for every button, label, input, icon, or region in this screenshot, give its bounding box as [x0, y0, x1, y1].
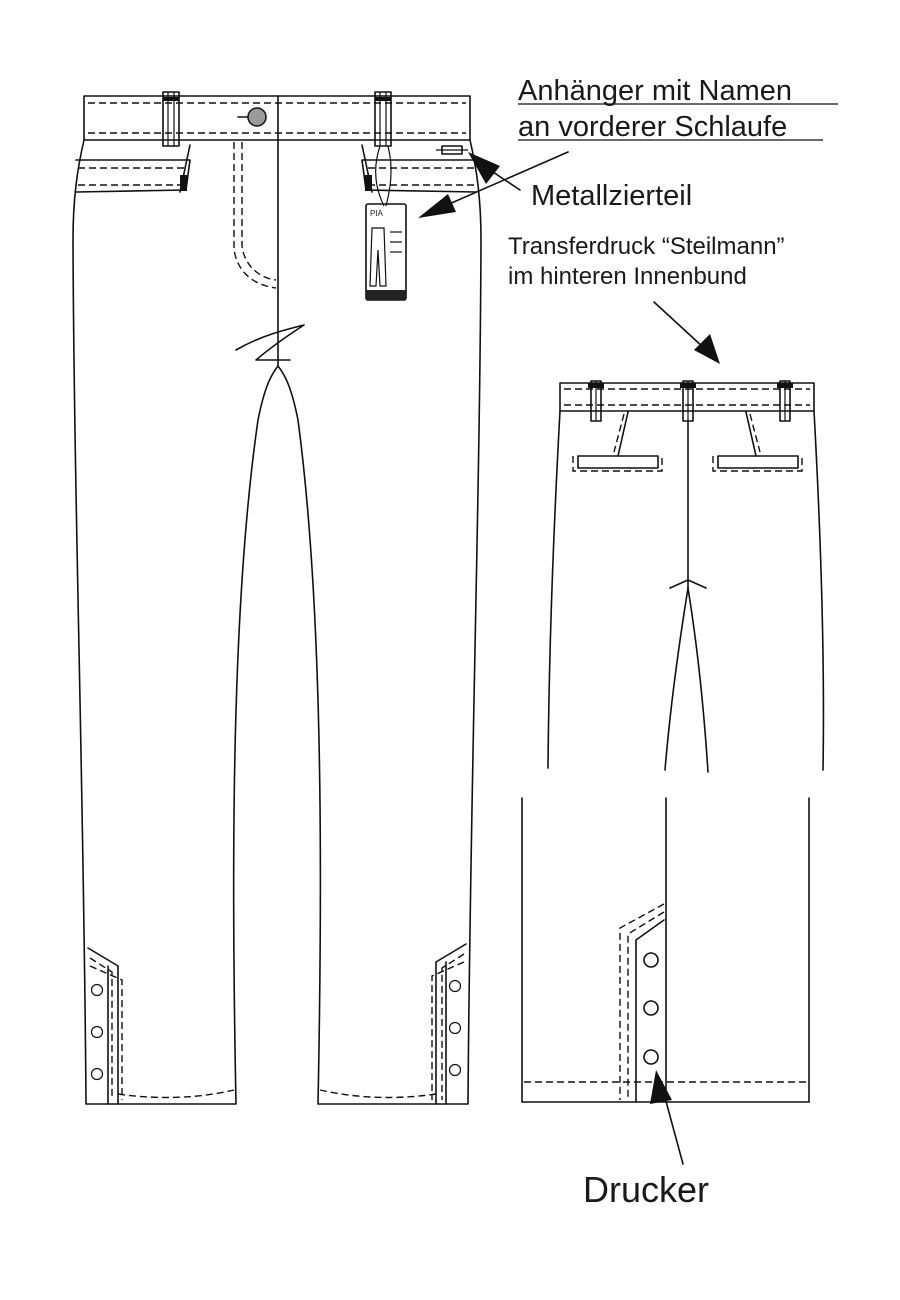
back-belt-loop: [777, 380, 793, 422]
back-pocket-welt-left: [572, 411, 663, 472]
front-belt-loop-right: [374, 91, 392, 147]
front-button: [237, 107, 267, 127]
front-leg-right-outline: [277, 139, 482, 1105]
label-metal-ornament: Metallzierteil: [531, 180, 692, 212]
back-belt-loop: [588, 380, 604, 422]
arrow-to-inner-waistband: [694, 334, 720, 364]
snap-button: [643, 952, 659, 968]
hang-tag-name: PIA: [370, 209, 384, 218]
front-right-hem-snap-placket: [431, 943, 467, 1105]
label-snaps: Drucker: [583, 1169, 709, 1210]
metal-ornament: [436, 145, 468, 155]
snap-button: [448, 979, 462, 993]
back-view: [547, 380, 825, 773]
back-pocket-welt-right: [712, 411, 803, 472]
front-leg-left-outline: [72, 139, 279, 1105]
front-waistband: [83, 95, 471, 141]
hem-detail-view: [521, 797, 810, 1103]
label-transfer-line2: im hinteren Innenbund: [508, 263, 747, 290]
arrow-to-metal-ornament: [468, 152, 500, 184]
arrow-to-hangtag: [418, 194, 456, 218]
back-belt-loop: [680, 380, 696, 422]
label-hangtag-line1: Anhänger mit Namen: [518, 75, 792, 107]
annotations: Anhänger mit Namen an vorderer Schlaufe …: [418, 75, 838, 1210]
snap-button: [448, 1063, 462, 1077]
label-hangtag-line2: an vorderer Schlaufe: [518, 111, 787, 143]
hang-tag: PIA: [365, 145, 407, 301]
arrow-to-snaps: [650, 1070, 672, 1104]
label-transfer-line1: Transferdruck “Steilmann”: [508, 233, 785, 260]
snap-button: [90, 1025, 104, 1039]
front-belt-loop-left: [162, 91, 180, 147]
front-left-hem-snap-placket: [87, 947, 123, 1105]
snap-button: [90, 1067, 104, 1081]
snap-button: [643, 1049, 659, 1065]
snap-button: [448, 1021, 462, 1035]
front-view: PIA: [72, 91, 482, 1105]
snap-button: [643, 1000, 659, 1016]
snap-button: [90, 983, 104, 997]
